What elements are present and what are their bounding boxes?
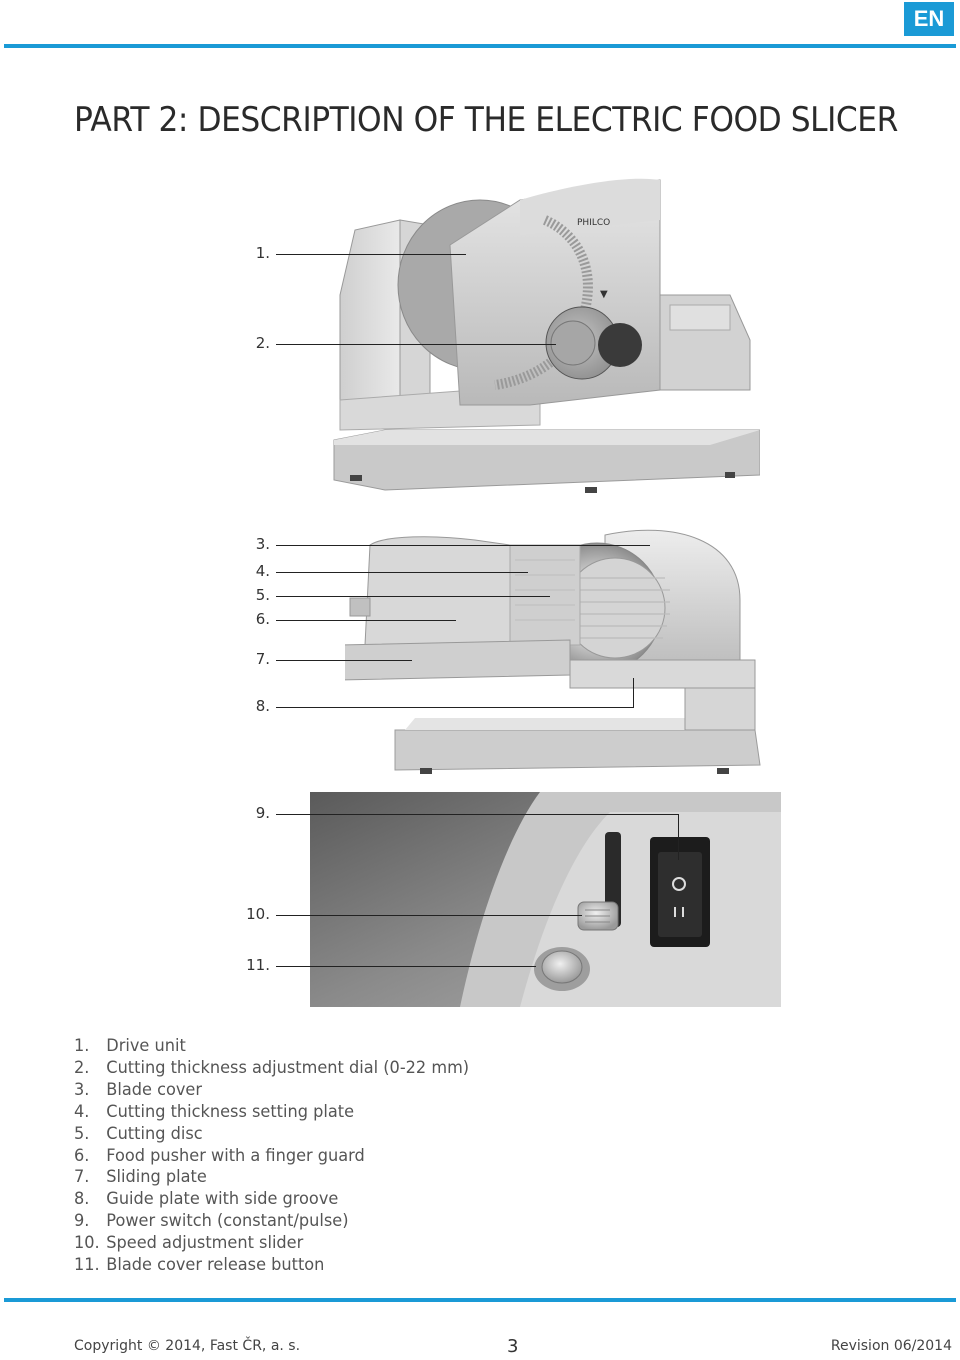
callout-line-3 (276, 545, 650, 546)
callout-line-5 (276, 596, 550, 597)
callout-6: 6. (255, 610, 270, 628)
legend-item: 9.Power switch (constant/pulse) (74, 1211, 349, 1232)
callout-9: 9. (255, 804, 270, 822)
callout-line-7 (276, 660, 412, 661)
legend-item: 2.Cutting thickness adjustment dial (0-2… (74, 1057, 470, 1078)
control-panel-closeup (310, 792, 781, 1007)
callout-line-10 (276, 915, 582, 916)
callout-8: 8. (255, 697, 270, 715)
top-divider (4, 44, 956, 48)
footer-revision: Revision 06/2014 (830, 1338, 952, 1354)
legend-item: 3.Blade cover (74, 1079, 202, 1100)
slicer-front-illustration: PHILCO ▼ (333, 178, 760, 493)
callout-vline-9 (678, 814, 679, 860)
callout-line-4 (276, 572, 528, 573)
callout-line-2 (276, 344, 556, 345)
legend-item: 4.Cutting thickness setting plate (74, 1101, 355, 1122)
callout-11: 11. (246, 956, 270, 974)
language-badge: EN (904, 2, 954, 36)
callout-line-6 (276, 620, 456, 621)
callout-4: 4. (255, 562, 270, 580)
legend-item: 8.Guide plate with side groove (74, 1189, 339, 1210)
svg-text:PHILCO: PHILCO (577, 218, 610, 228)
svg-text:▼: ▼ (600, 289, 608, 300)
callout-3: 3. (255, 535, 270, 553)
parts-legend: 1.Drive unit 2.Cutting thickness adjustm… (74, 1036, 490, 1277)
callout-7: 7. (255, 650, 270, 668)
callout-5: 5. (255, 586, 270, 604)
callout-line-8 (276, 707, 634, 708)
callout-line-11 (276, 966, 536, 967)
bottom-divider (4, 1298, 956, 1302)
page-number: 3 (507, 1336, 519, 1357)
legend-item: 6.Food pusher with a finger guard (74, 1145, 365, 1166)
callout-1: 1. (255, 244, 270, 262)
callout-10: 10. (246, 905, 270, 923)
legend-item: 11.Blade cover release button (74, 1255, 325, 1276)
legend-item: 1.Drive unit (74, 1036, 186, 1056)
callout-line-9 (276, 814, 679, 815)
callout-vline-8 (633, 678, 634, 707)
legend-item: 10.Speed adjustment slider (74, 1233, 304, 1254)
legend-item: 7.Sliding plate (74, 1167, 207, 1188)
legend-item: 5.Cutting disc (74, 1123, 203, 1144)
footer-copyright: Copyright © 2014, Fast ČR, a. s. (74, 1338, 301, 1354)
page-title: PART 2: DESCRIPTION OF THE ELECTRIC FOOD… (74, 100, 898, 140)
slicer-side-illustration (345, 529, 761, 774)
callout-2: 2. (255, 334, 270, 352)
callout-line-1 (276, 254, 466, 255)
